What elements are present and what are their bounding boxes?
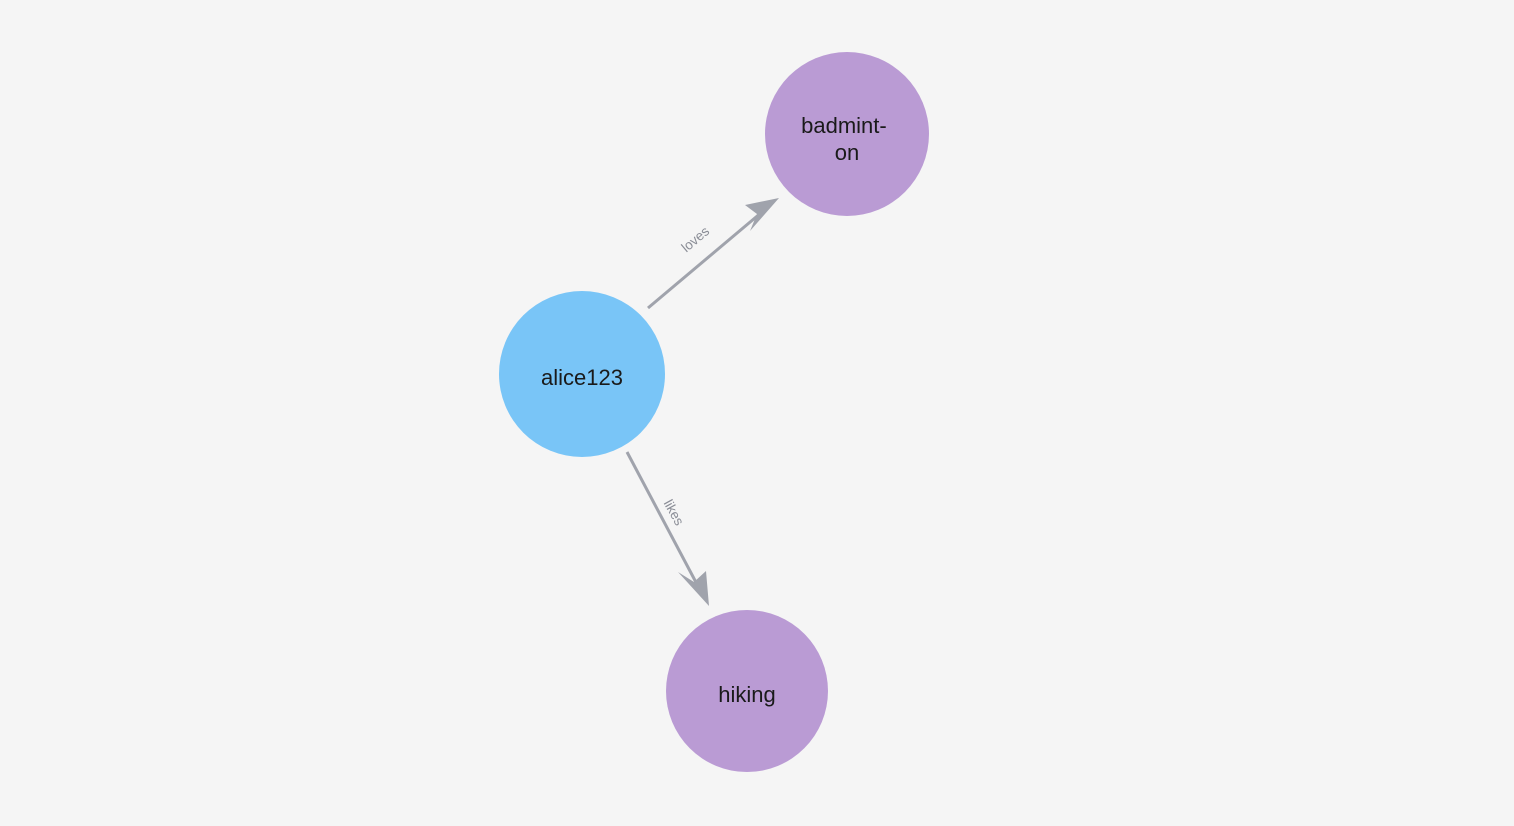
node-circle[interactable]	[499, 291, 665, 457]
node-badminton[interactable]: badmint- on	[765, 52, 929, 216]
arrowhead-icon	[678, 571, 709, 606]
edge-line	[647, 205, 769, 310]
arrowhead-icon	[745, 198, 779, 231]
edge-alice123-loves-badminton[interactable]: loves	[647, 198, 779, 310]
node-circle[interactable]	[765, 52, 929, 216]
edge-label-loves: loves	[679, 223, 713, 255]
edge-alice123-likes-hiking[interactable]: likes	[625, 451, 709, 606]
node-circle[interactable]	[666, 610, 828, 772]
edge-line	[625, 451, 701, 589]
node-alice123[interactable]: alice123	[499, 291, 665, 457]
node-layer: badmint- on alice123 hiking	[499, 52, 929, 772]
node-hiking[interactable]: hiking	[666, 610, 828, 772]
